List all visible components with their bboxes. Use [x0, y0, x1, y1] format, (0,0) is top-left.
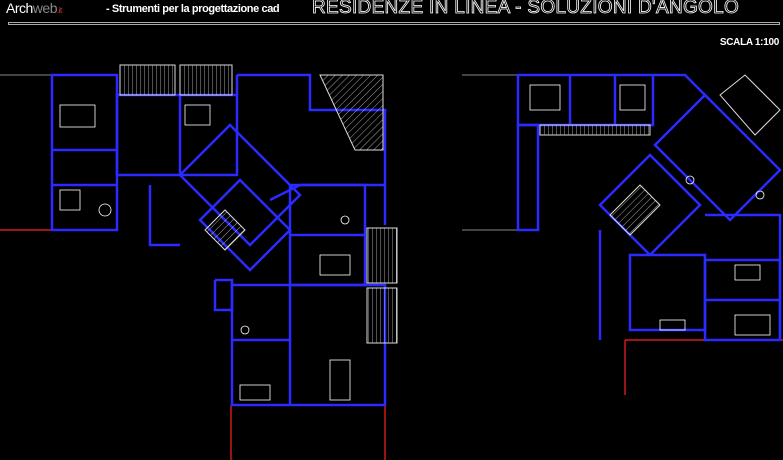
- subtitle: - Strumenti per la progettazione cad: [106, 3, 280, 15]
- right-fixtures: [529, 84, 771, 336]
- logo-arch: rch: [14, 0, 33, 16]
- scale-label: SCALA 1:100: [719, 37, 779, 48]
- logo-a: A: [6, 0, 15, 16]
- left-fixtures: [59, 104, 351, 401]
- archweb-logo[interactable]: Archweb.it: [6, 0, 62, 16]
- left-floor-plan: [50, 73, 387, 407]
- logo-web: web: [32, 0, 58, 16]
- logo-it: .it: [56, 6, 62, 15]
- right-balconies: [539, 74, 781, 236]
- title-rule: [8, 22, 780, 25]
- context-lines: [0, 74, 518, 231]
- left-balconies: [119, 64, 398, 344]
- drawing-title: RESIDENZE IN LINEA - SOLUZIONI D'ANGOLO: [312, 0, 740, 18]
